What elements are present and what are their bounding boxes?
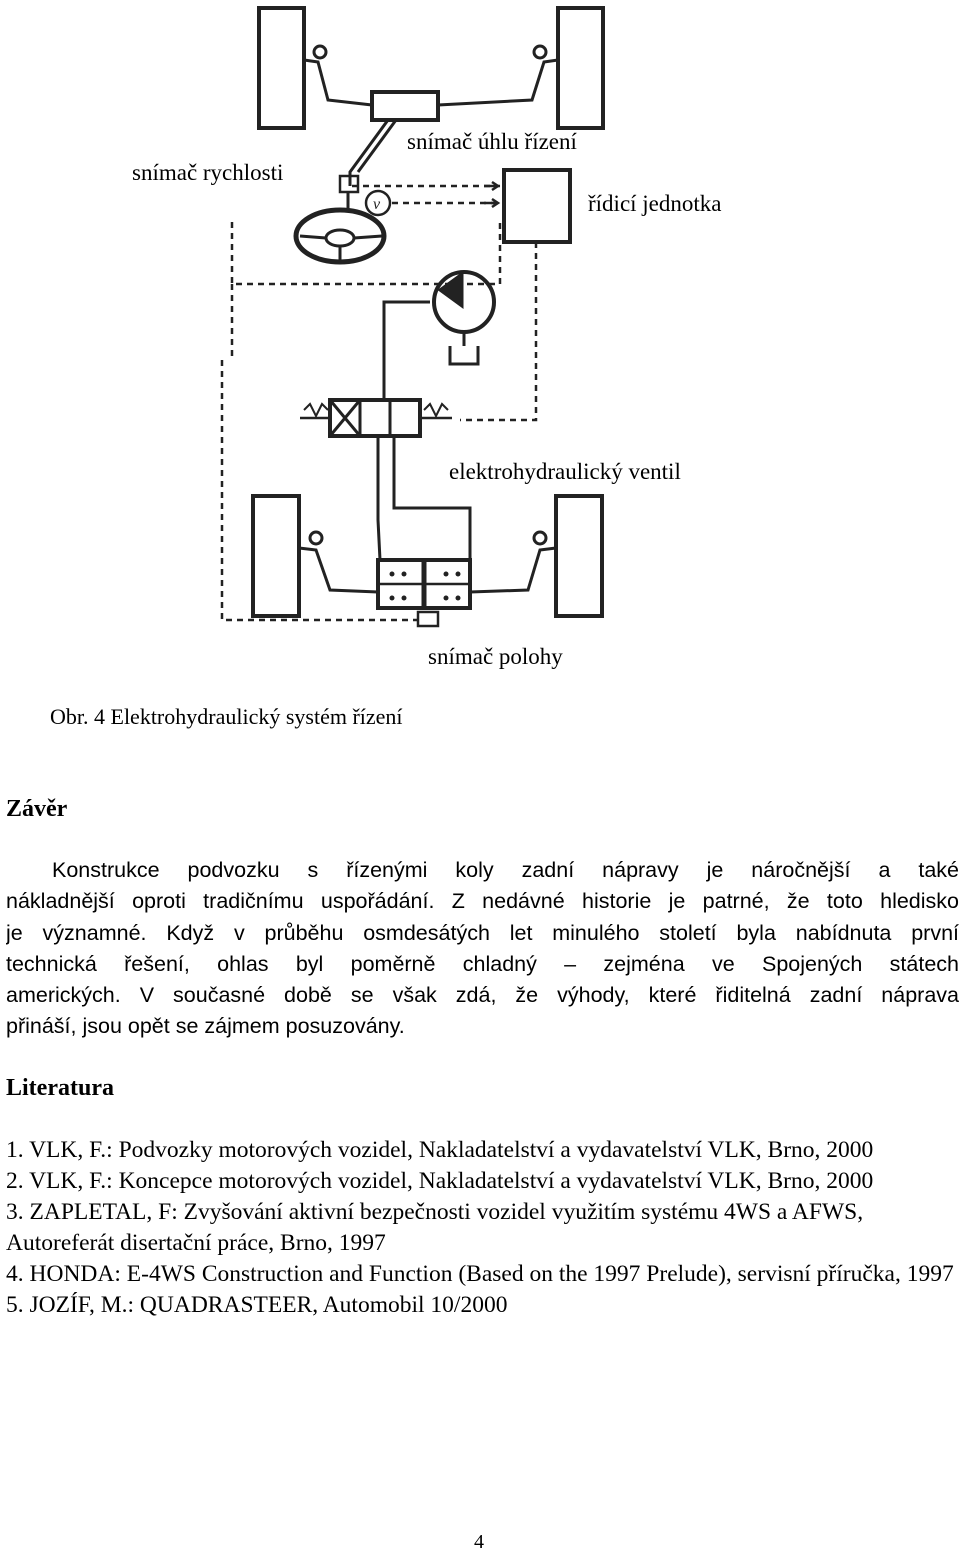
paragraph-line: přináší, jsou opět se zájmem posuzovány. bbox=[6, 1014, 405, 1039]
rear-right-wheel bbox=[554, 494, 604, 618]
label-speed-sensor: snímač rychlosti bbox=[132, 160, 284, 185]
paragraph-line: amerických. V současné době se však zdá,… bbox=[6, 983, 959, 1008]
speed-symbol: v bbox=[373, 196, 381, 213]
paragraph-line: nákladnější oproti tradičnímu uspořádání… bbox=[6, 889, 959, 914]
reference-item: 1. VLK, F.: Podvozky motorových vozidel,… bbox=[6, 1137, 874, 1163]
label-position-sensor: snímač polohy bbox=[428, 644, 563, 669]
reference-list: 1. VLK, F.: Podvozky motorových vozidel,… bbox=[6, 1135, 956, 1321]
speed-sensor-symbol bbox=[364, 189, 392, 217]
steering-system-diagram: v bbox=[220, 6, 605, 628]
reference-item: 5. JOZÍF, M.: QUADRASTEER, Automobil 10/… bbox=[6, 1292, 508, 1318]
reference-item: 4. HONDA: E-4WS Construction and Functio… bbox=[6, 1261, 954, 1287]
rear-left-wheel bbox=[251, 494, 301, 618]
label-electrohydraulic-valve: elektrohydraulický ventil bbox=[449, 459, 681, 484]
page-number: 4 bbox=[474, 1531, 484, 1553]
position-sensor-box bbox=[416, 610, 440, 628]
literature-heading: Literatura bbox=[6, 1075, 114, 1101]
front-right-wheel bbox=[556, 6, 605, 130]
control-unit-box bbox=[502, 168, 572, 244]
label-steering-angle-sensor: snímač úhlu řízení bbox=[407, 129, 577, 154]
reference-item: 2. VLK, F.: Koncepce motorových vozidel,… bbox=[6, 1168, 874, 1194]
paragraph-line: technická řešení, ohlas byl poměrně chla… bbox=[6, 951, 959, 976]
label-control-unit: řídicí jednotka bbox=[588, 191, 722, 216]
steering-wheel bbox=[293, 207, 387, 265]
paragraph-line: je významné. Když v průběhu osmdesátých … bbox=[6, 920, 959, 945]
hydraulic-pump bbox=[432, 270, 496, 334]
front-left-wheel bbox=[257, 6, 306, 130]
paragraph-line: Konstrukce podvozku s řízenými koly zadn… bbox=[52, 858, 959, 882]
conclusion-heading: Závěr bbox=[6, 796, 68, 822]
reference-item: 3. ZAPLETAL, F: Zvyšování aktivní bezpeč… bbox=[6, 1199, 864, 1256]
figure-caption: Obr. 4 Elektrohydraulický systém řízení bbox=[50, 704, 403, 729]
conclusion-paragraph: Konstrukce podvozku s řízenými koly zadn… bbox=[6, 855, 959, 1043]
